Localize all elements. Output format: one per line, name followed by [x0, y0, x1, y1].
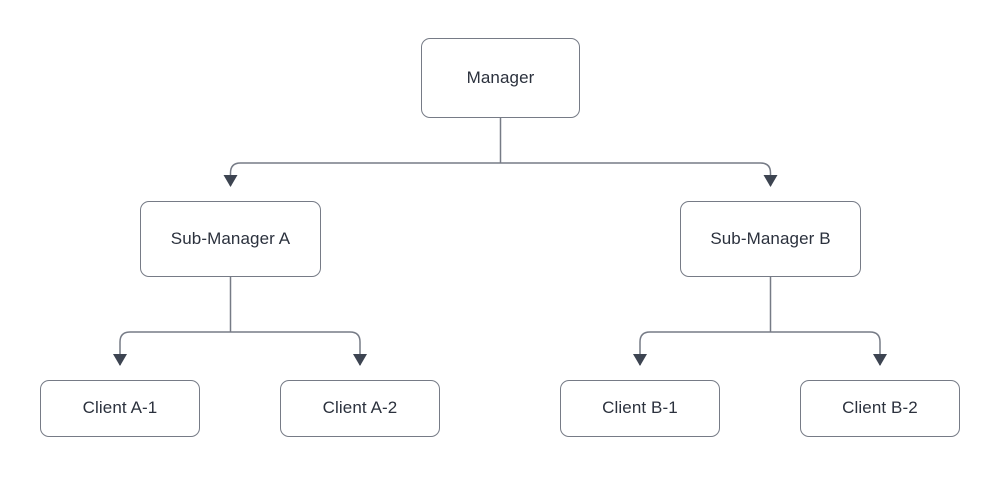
- edge-manager-to-sub-manager-a: [223, 162, 501, 187]
- node-sub-manager-a[interactable]: Sub-Manager A: [140, 201, 321, 277]
- edge-manager-to-sub-manager-b: [500, 162, 778, 187]
- node-manager[interactable]: Manager: [421, 38, 580, 118]
- node-client-b-2[interactable]: Client B-2: [800, 380, 960, 437]
- node-label-sub-manager-a: Sub-Manager A: [170, 228, 291, 248]
- node-label-client-b-1: Client B-1: [602, 398, 678, 418]
- node-client-a-2[interactable]: Client A-2: [280, 380, 440, 437]
- edge-sub-manager-b-to-client-b-2: [770, 331, 887, 366]
- node-label-client-b-2: Client B-2: [842, 398, 918, 418]
- node-label-sub-manager-b: Sub-Manager B: [710, 228, 831, 248]
- edge-sub-manager-a-to-client-a-2: [230, 331, 367, 366]
- node-label-client-a-2: Client A-2: [322, 398, 398, 418]
- edge-sub-manager-b-to-client-b-1: [633, 331, 771, 366]
- node-label-manager: Manager: [466, 67, 535, 87]
- node-sub-manager-b[interactable]: Sub-Manager B: [680, 201, 861, 277]
- node-client-b-1[interactable]: Client B-1: [560, 380, 720, 437]
- node-label-client-a-1: Client A-1: [82, 398, 158, 418]
- node-client-a-1[interactable]: Client A-1: [40, 380, 200, 437]
- edge-sub-manager-a-to-client-a-1: [113, 331, 231, 366]
